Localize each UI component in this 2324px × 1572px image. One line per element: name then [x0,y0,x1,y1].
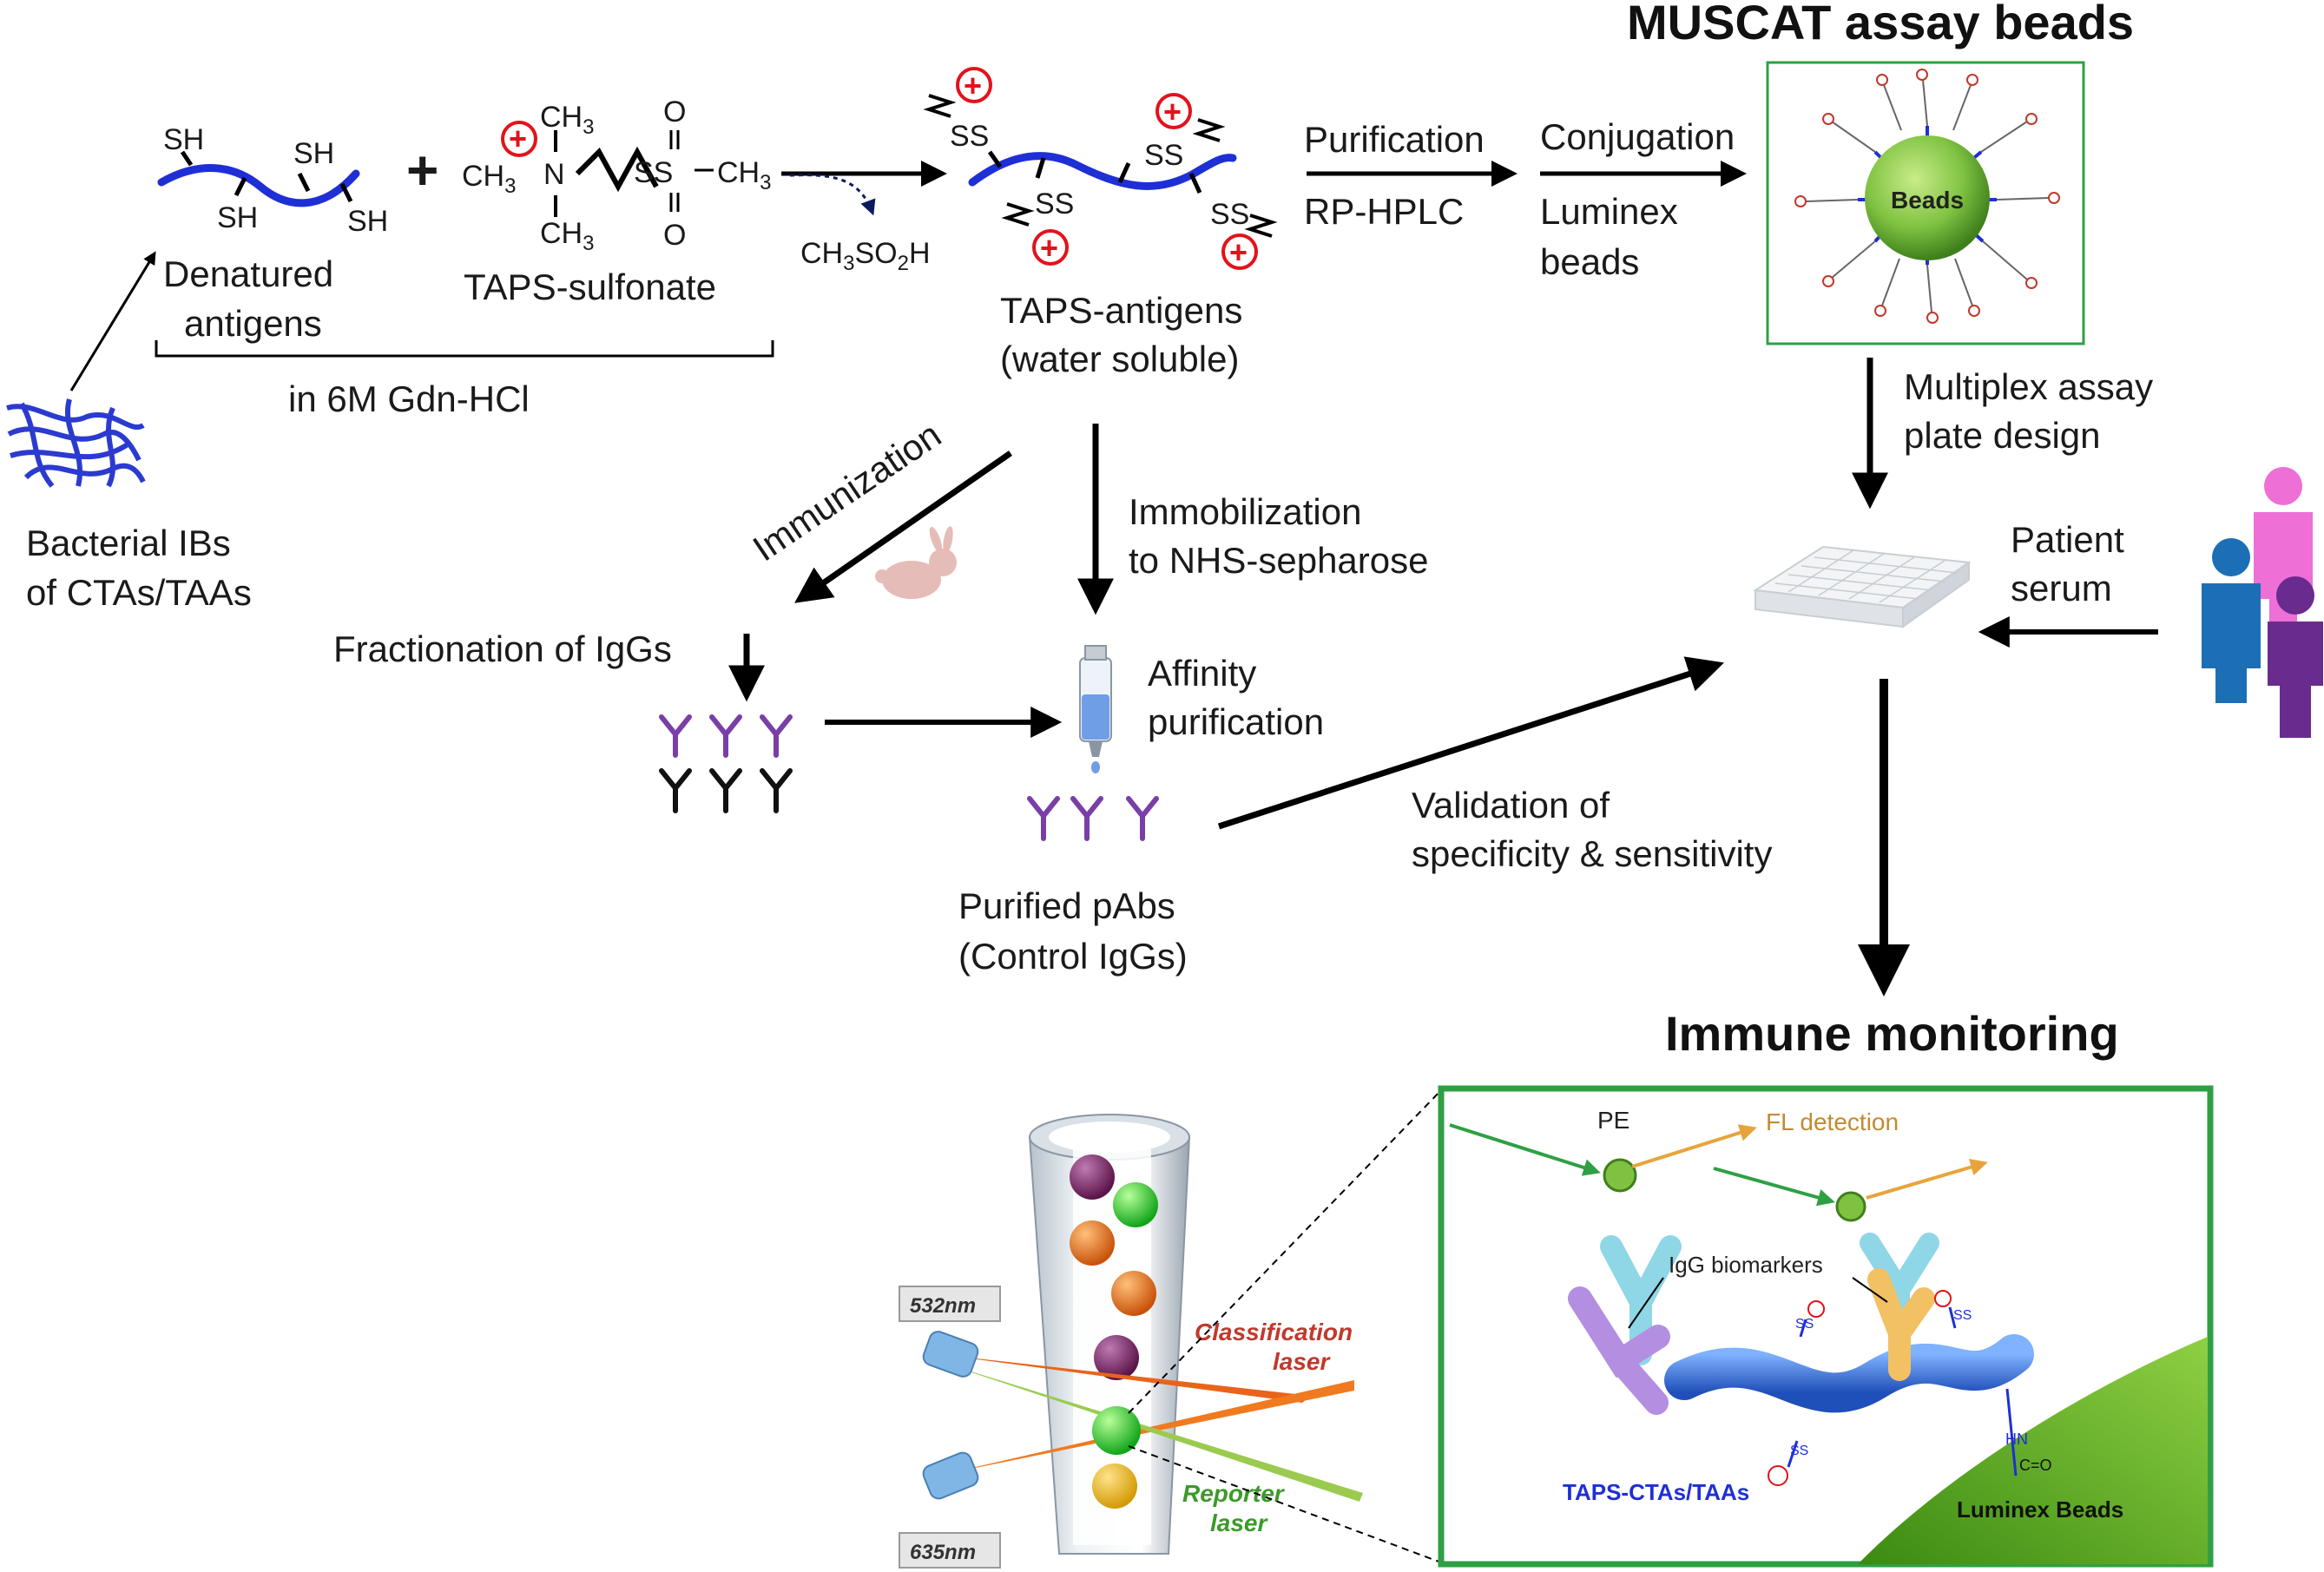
arrow-validation [1217,656,1724,830]
charge-2: + [1040,230,1058,266]
column-icon [1079,645,1112,773]
antibody-icon [659,714,793,813]
bacterial-label-line1: Bacterial IBs [26,523,231,563]
inset-ss-1: SS [1790,1444,1808,1458]
multiplex-label-line1: Multiplex assay [1904,366,2153,407]
sh-label-2: SH [217,201,258,234]
byproduct-label: CH3SO2H [800,237,931,275]
validation-label-line2: specificity & sensitivity [1412,833,1772,874]
purified-antibody-icon [1027,796,1159,841]
zoom-line-bottom [1128,1445,1442,1563]
wl-635-tag [899,1532,1001,1569]
ss-label-3: SS [1144,139,1183,172]
taps-sulfonate-label: TAPS-sulfonate [464,266,716,307]
well-plate-icon [1753,545,1972,628]
sh-label-3: SH [293,137,334,170]
muscat-title: MUSCAT assay beads [1627,0,2134,49]
immobilization-label-line2: to NHS-sepharose [1129,540,1429,581]
taps-antigens-line1: TAPS-antigens [1000,290,1242,331]
luminex-label-line1: Luminex [1540,191,1678,232]
classification-laser-line2: laser [1273,1348,1331,1375]
sh-label-4: SH [347,205,388,238]
ch3-bottom: CH3 [540,217,594,255]
multiplex-label-line2: plate design [1904,415,2101,456]
ch3-left: CH3 [462,160,516,198]
charge-4: + [1229,234,1248,270]
denatured-label-line1: Denatured [163,253,333,294]
luminex-label-line2: beads [1540,241,1639,282]
purified-label-line1: Purified pAbs [958,885,1175,926]
ss-atom: SS [634,156,673,189]
arrow-ib-to-denatured [69,251,156,391]
luminex-beads-label: Luminex Beads [1957,1496,2123,1523]
inset-illustration [1449,1123,2208,1564]
svg-text:+: + [509,121,527,156]
ch3-right: CH3 [717,156,771,194]
purified-label-line2: (Control IgGs) [958,936,1188,977]
rphplc-label: RP-HPLC [1304,191,1464,232]
validation-label-line1: Validation of [1412,785,1610,825]
immune-title: Immune monitoring [1665,1006,2119,1061]
purification-label: Purification [1304,119,1485,160]
taps-sulfonate-structure: + [501,121,714,217]
inset-ss-3: SS [1953,1308,1972,1323]
denatured-antigen-chain [157,150,360,207]
conjugation-label: Conjugation [1540,116,1735,157]
flow-cell-illustration [922,1114,1363,1555]
classification-laser-line1: Classification [1195,1319,1353,1345]
bacterial-ib-tangle-icon [6,398,146,488]
sh-label-1: SH [163,123,204,156]
fractionation-label: Fractionation of IgGs [333,628,672,669]
taps-ctas-label: TAPS-CTAs/TAAs [1563,1479,1749,1505]
positive-charge-icons [956,67,1258,270]
plus-sign: + [406,139,438,201]
reporter-laser-line1: Reporter [1182,1480,1286,1507]
charge-3: + [1163,94,1182,129]
arrow-immunization [794,451,1012,603]
inset-ss-2: SS [1795,1317,1814,1332]
affinity-label-line1: Affinity [1148,653,1256,694]
zoom-line-top [1128,1089,1442,1414]
affinity-label-line2: purification [1148,701,1324,742]
immunization-label: Immunization [746,414,948,569]
oxygen-top: O [663,95,686,128]
wl-635-label: 635nm [910,1541,976,1564]
ss-label-2: SS [1035,187,1074,220]
hn-label: HN [2005,1431,2028,1448]
gdn-label: in 6M Gdn-HCl [288,378,530,419]
bacterial-label-line2: of CTAs/TAAs [26,572,252,613]
ss-label-4: SS [1210,198,1249,231]
wl-532-label: 532nm [910,1294,976,1318]
taps-antigens-line2: (water soluble) [1000,339,1239,379]
patient-label-line2: serum [2011,568,2112,608]
oxygen-bottom: O [663,219,686,252]
n-atom: N [543,158,565,191]
people-icon [2202,467,2323,738]
wl-532-tag [899,1286,1001,1322]
patient-label-line1: Patient [2011,519,2124,560]
fl-detection-label: FL detection [1766,1108,1899,1135]
muscat-bead-illustration [1794,69,2060,324]
pe-label: PE [1597,1107,1629,1134]
reaction-bracket [155,340,774,358]
taps-antigen-chain [923,94,1278,238]
beads-label: Beads [1891,187,1964,214]
immobilization-label-line1: Immobilization [1129,491,1361,532]
charge-1: + [964,68,982,103]
byproduct-arrow [789,174,876,216]
rabbit-icon [875,526,957,599]
co-label: C=O [2019,1457,2052,1474]
denatured-label-line2: antigens [184,303,322,344]
ch3-top: CH3 [540,101,594,139]
ss-label-1: SS [950,120,989,153]
reporter-laser-line2: laser [1210,1510,1268,1536]
igg-biomarkers-label: IgG biomarkers [1669,1252,1823,1278]
